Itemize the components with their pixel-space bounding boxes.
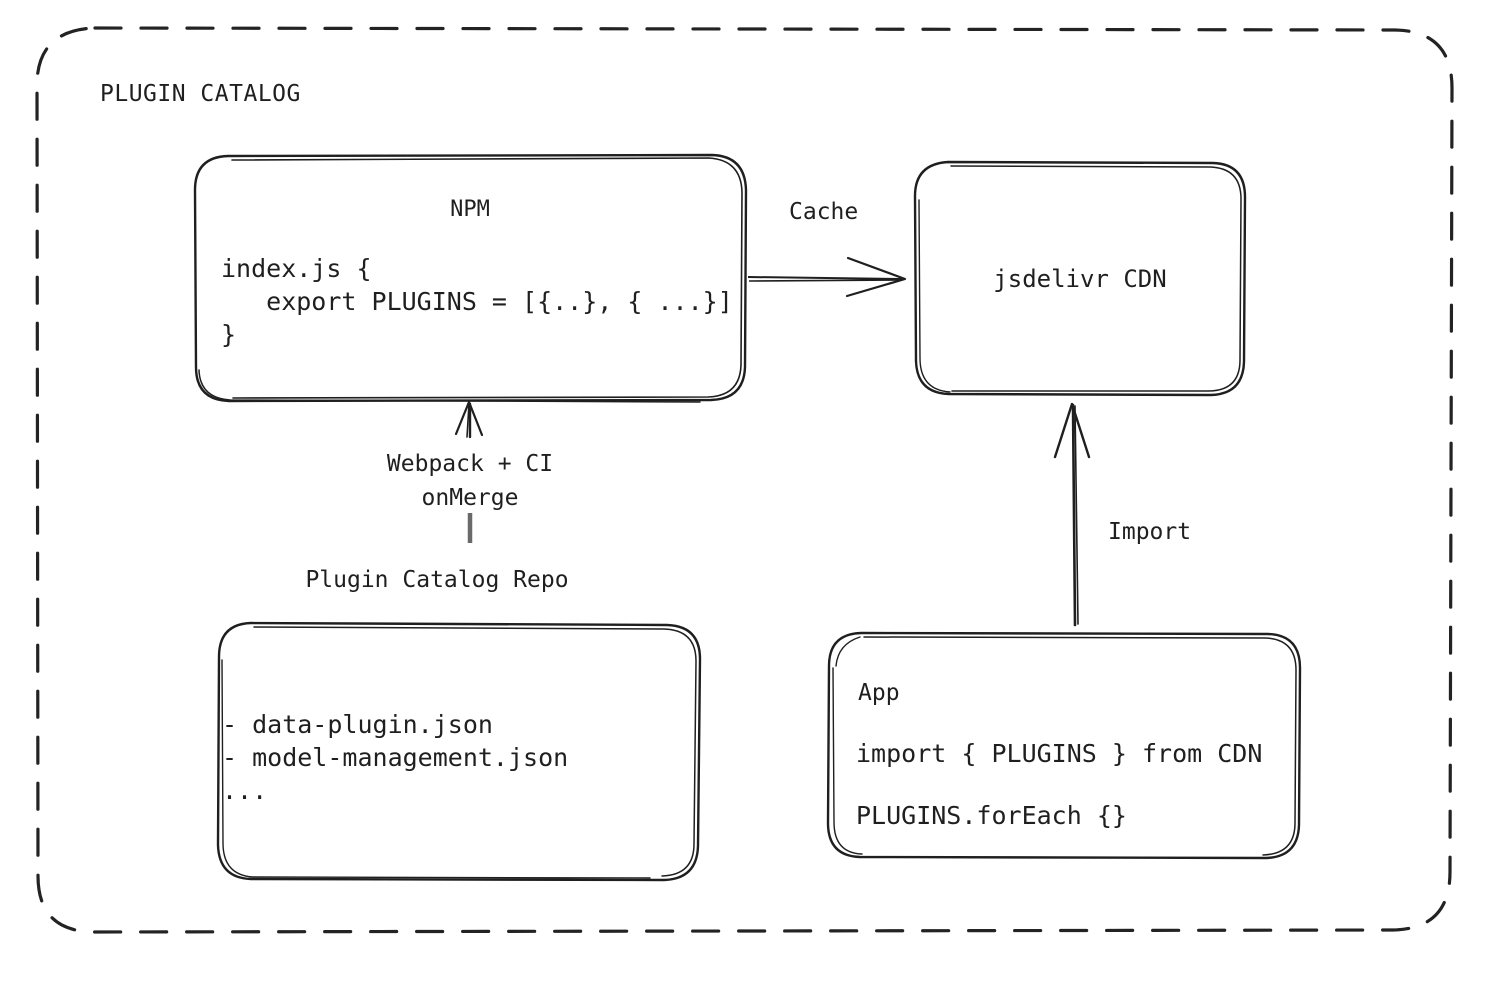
repo-node-label: Plugin Catalog Repo (305, 567, 569, 593)
build-arrow (454, 400, 484, 543)
cache-edge-label: Cache (789, 199, 859, 225)
build-edge-label-line-1: Webpack + CI (386, 451, 554, 477)
app-node-foreach-line: PLUGINS.forEach {} (856, 801, 1127, 830)
app-node-shape (826, 631, 1302, 860)
group-dashed-border (35, 26, 1454, 934)
npm-code-line-2: export PLUGINS = [{..}, { ...}] (221, 287, 733, 316)
cdn-node-shape (913, 160, 1247, 397)
cache-arrow (747, 256, 907, 298)
npm-node-shape (193, 153, 748, 403)
build-edge-label: Webpack + CI onMerge (387, 447, 553, 515)
build-edge-label-line-2: onMerge (421, 485, 519, 511)
cdn-node-title: jsdelivr CDN (993, 265, 1167, 293)
npm-code-line-1: index.js { (221, 254, 372, 283)
app-node-import-line: import { PLUGINS } from CDN (856, 739, 1263, 768)
repo-node-lines: - data-plugin.json - model-management.js… (222, 708, 568, 807)
group-title: PLUGIN CATALOG (100, 81, 301, 107)
npm-node-title: NPM (450, 197, 490, 222)
repo-line-3: ... (222, 776, 268, 805)
repo-node-shape (216, 621, 702, 882)
repo-line-2: - model-management.json (222, 743, 569, 772)
import-arrow (1053, 402, 1091, 627)
npm-node-code: index.js { export PLUGINS = [{..}, { ...… (221, 252, 733, 351)
import-edge-label: Import (1108, 519, 1192, 545)
repo-line-1: - data-plugin.json (222, 710, 493, 739)
app-node-title: App (858, 680, 900, 706)
npm-code-line-3: } (221, 320, 237, 349)
